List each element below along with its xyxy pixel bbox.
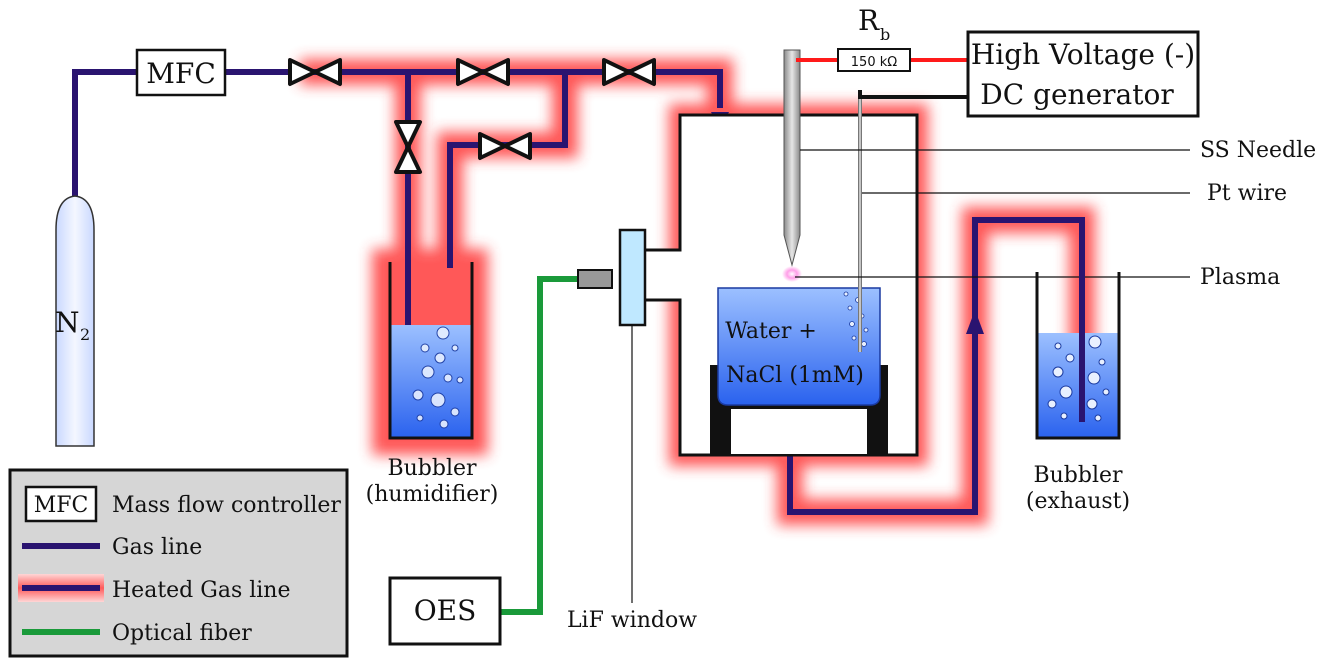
valve-4-icon: [394, 120, 422, 174]
reactor-chamber: Water + NaCl (1mM): [641, 113, 919, 457]
lif-window: LiF window: [567, 228, 697, 633]
mfc-box: MFC: [135, 48, 227, 97]
cylinder-label: N: [55, 306, 80, 339]
legend-gas-line: Gas line: [112, 535, 202, 560]
legend-mfc-box-label: MFC: [34, 493, 89, 518]
n2-cylinder: N 2: [55, 72, 95, 447]
cylinder-subscript: 2: [80, 325, 90, 344]
optical-fiber: [500, 269, 613, 615]
bubbler-humidifier-label-2: (humidifier): [366, 482, 499, 507]
hv-label-2: DC generator: [980, 78, 1174, 111]
valve-1-icon: [288, 58, 342, 86]
resistor-wiring: 150 kΩ R b: [796, 4, 968, 99]
legend: MFC Mass flow controller Gas line Heated…: [8, 468, 349, 658]
ss-needle-label: SS Needle: [1200, 138, 1316, 163]
resistor-name: R: [858, 4, 880, 37]
bubbler-humidifier: Bubbler (humidifier): [366, 262, 499, 507]
valve-3-icon: [602, 58, 656, 86]
valve-5-icon: [478, 132, 532, 160]
oes-box: OES: [388, 576, 502, 646]
water-label-2: NaCl (1mM): [726, 363, 864, 388]
hv-label-1: High Voltage (-): [971, 38, 1195, 71]
legend-mfc-text: Mass flow controller: [112, 493, 341, 518]
mfc-label: MFC: [146, 57, 216, 90]
lif-window-label: LiF window: [567, 608, 697, 633]
plasma-label: Plasma: [1200, 265, 1280, 290]
bubbler-exhaust-label-2: (exhaust): [1026, 489, 1130, 514]
hv-generator-box: High Voltage (-) DC generator: [966, 30, 1200, 118]
resistor-subscript: b: [880, 25, 890, 44]
oes-label: OES: [414, 594, 477, 627]
plasma-glow: [782, 266, 802, 282]
legend-heated-gas-line: Heated Gas line: [112, 578, 291, 603]
valves: [288, 58, 656, 174]
exhaust-up-arrow-icon: [966, 310, 984, 334]
ss-needle: [782, 49, 802, 282]
bubbler-exhaust: Bubbler (exhaust): [1026, 220, 1130, 514]
legend-optical-fiber: Optical fiber: [112, 621, 252, 646]
valve-2-icon: [456, 58, 510, 86]
bubbler-humidifier-label-1: Bubbler: [387, 456, 477, 481]
bubbler-exhaust-label-1: Bubbler: [1033, 463, 1123, 488]
water-label-1: Water +: [725, 319, 817, 344]
callout-lines: [795, 149, 1190, 278]
resistor-value: 150 kΩ: [851, 55, 897, 70]
gas-lines: [72, 69, 1085, 515]
pt-wire-label: Pt wire: [1207, 181, 1287, 206]
